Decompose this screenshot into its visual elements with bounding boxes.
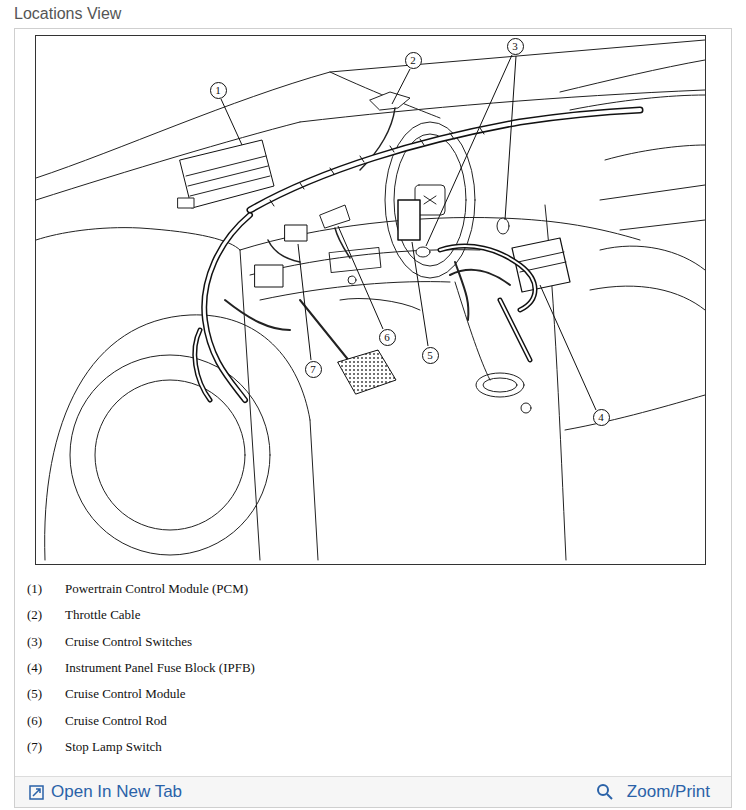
zoom-icon bbox=[598, 785, 612, 799]
key-number: (3) bbox=[27, 634, 42, 650]
key-number: (6) bbox=[27, 713, 42, 729]
callout-number: 1 bbox=[215, 85, 221, 96]
key-name: Powertrain Control Module (PCM) bbox=[65, 581, 248, 597]
callout-circle: 1 bbox=[210, 82, 227, 99]
key-name: Instrument Panel Fuse Block (IPFB) bbox=[65, 660, 255, 676]
toolbar-link: Open In New Tab bbox=[51, 782, 182, 802]
callout-circle: 5 bbox=[422, 347, 439, 364]
callout-circle: 3 bbox=[507, 38, 524, 55]
key-number: (2) bbox=[27, 607, 42, 623]
callout-number: 7 bbox=[310, 364, 316, 375]
callout-circle: 7 bbox=[305, 361, 322, 378]
key-number: (1) bbox=[27, 581, 42, 597]
callout-number: 4 bbox=[598, 412, 604, 423]
toolbar bbox=[15, 776, 731, 807]
key-number: (4) bbox=[27, 660, 42, 676]
leader-lines bbox=[221, 55, 596, 410]
key-name: Throttle Cable bbox=[65, 607, 140, 623]
toolbar-border bbox=[15, 776, 731, 777]
new-tab-icon bbox=[30, 786, 43, 799]
figure-frame bbox=[36, 36, 706, 565]
view-title: Locations View bbox=[14, 5, 121, 23]
key-name: Cruise Control Module bbox=[65, 686, 186, 702]
panel bbox=[15, 29, 732, 808]
callout-number: 6 bbox=[384, 332, 390, 343]
toolbar-link: Zoom/Print bbox=[627, 782, 710, 802]
key-name: Cruise Control Switches bbox=[65, 634, 192, 650]
callout-number: 5 bbox=[427, 350, 433, 361]
callout-number: 3 bbox=[512, 41, 518, 52]
key-name: Cruise Control Rod bbox=[65, 713, 167, 729]
key-name: Stop Lamp Switch bbox=[65, 739, 162, 755]
vehicle-drawing bbox=[36, 40, 705, 560]
key-number: (5) bbox=[27, 686, 42, 702]
callout-circle: 2 bbox=[405, 52, 422, 69]
callout-circle: 6 bbox=[379, 329, 396, 346]
key-number: (7) bbox=[27, 739, 42, 755]
callout-number: 2 bbox=[410, 55, 416, 66]
callout-circle: 4 bbox=[593, 409, 610, 426]
